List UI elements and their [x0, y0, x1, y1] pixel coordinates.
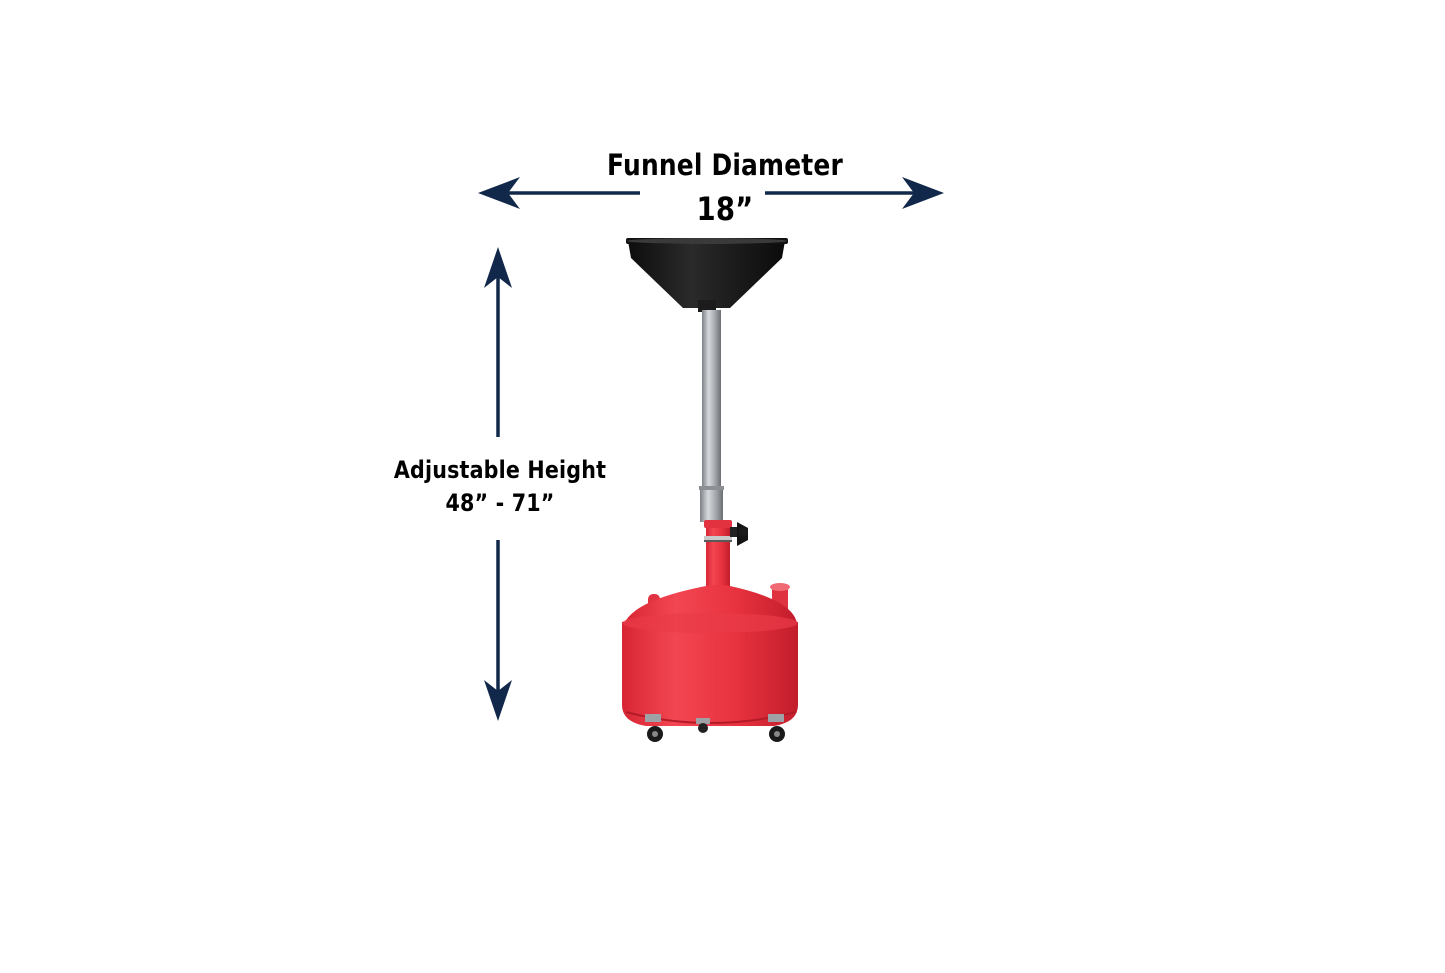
- oil-drain-dolly-icon: [622, 238, 798, 742]
- adjustable-height-title: Adjustable Height: [393, 456, 607, 484]
- adjustable-height-value: 48” - 71”: [445, 489, 555, 517]
- caster-wheel-icon: [768, 714, 785, 742]
- caster-wheel-icon: [696, 718, 710, 733]
- horizontal-arrow-icon: [478, 177, 944, 209]
- funnel-diameter-value: 18”: [696, 190, 754, 228]
- vertical-arrow-icon: [484, 247, 512, 721]
- caster-wheel-icon: [645, 714, 663, 742]
- funnel-diameter-title: Funnel Diameter: [607, 148, 843, 182]
